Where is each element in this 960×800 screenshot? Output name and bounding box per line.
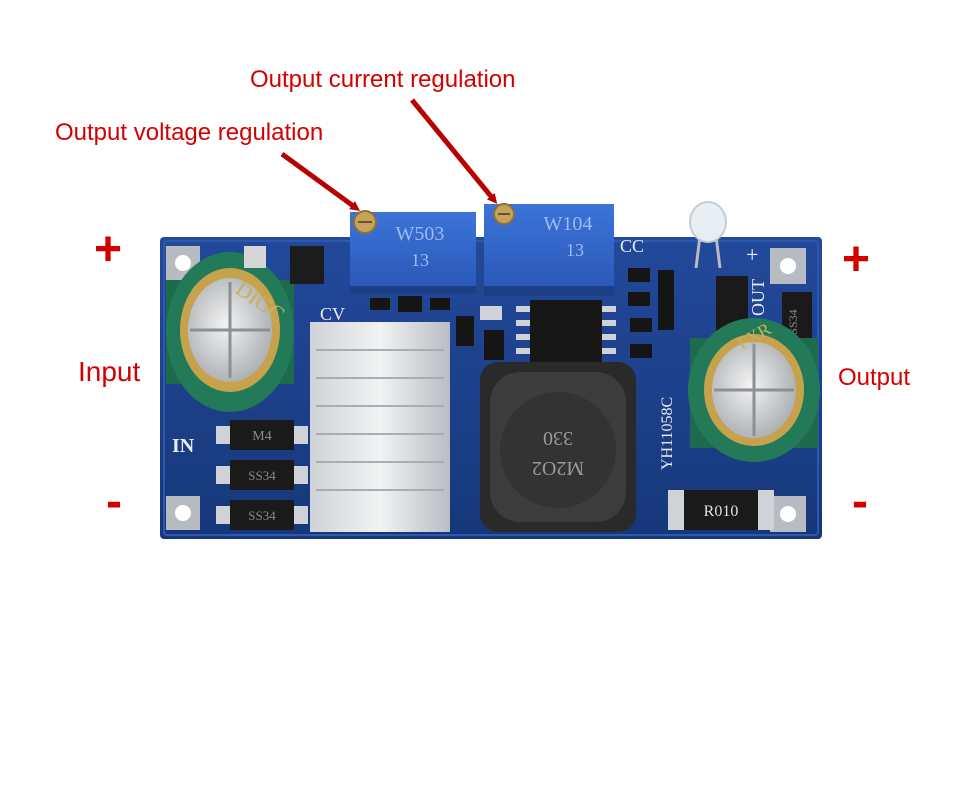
inductor: 330 M2O2 <box>480 362 636 532</box>
heatsink <box>310 322 450 532</box>
diode-ss34-lower-label: SS34 <box>248 508 276 523</box>
inductor-code-1: 330 <box>543 427 573 449</box>
input-minus-sign: - <box>106 475 122 528</box>
output-plus-sign: + <box>842 233 871 286</box>
voltage-callout-arrow-icon <box>280 151 361 211</box>
diode-ss34-upper-label: SS34 <box>248 468 276 483</box>
pot-right-code: W104 <box>544 213 593 235</box>
output-capacitor: FXR <box>688 318 820 462</box>
pad <box>244 246 266 268</box>
smd-components <box>370 268 674 360</box>
diode-ss34-lower: SS34 <box>216 500 308 530</box>
silk-cc-label: CC <box>620 236 644 256</box>
silk-cv-label: CV <box>320 304 345 324</box>
input-plus-sign: + <box>94 223 123 276</box>
current-callout-arrow-icon <box>410 98 498 204</box>
output-minus-sign: - <box>852 475 868 528</box>
transistor <box>290 246 324 284</box>
diode-ss34-upper: SS34 <box>216 460 308 490</box>
ic-chip <box>516 300 616 362</box>
diode-m4: M4 <box>216 420 308 450</box>
model-code: YH11058C <box>659 397 676 470</box>
resistor-code: R010 <box>704 503 739 520</box>
input-capacitor: DIGC <box>166 252 294 412</box>
output-current-callout: Output current regulation <box>250 66 516 93</box>
mounting-hole-bottom-left <box>166 496 200 530</box>
pot-left-code: W503 <box>396 223 445 245</box>
silk-out-label: OUT <box>748 279 768 316</box>
led <box>689 201 727 269</box>
pot-left-number: 13 <box>411 250 429 270</box>
pot-right-number: 13 <box>566 240 584 260</box>
mounting-hole-bottom-right <box>770 496 806 532</box>
shunt-resistor: R010 <box>668 490 774 530</box>
output-label: Output <box>838 364 911 391</box>
input-label: Input <box>78 356 141 387</box>
diode-m4-label: M4 <box>252 429 271 444</box>
potentiometer-current: W104 13 <box>484 203 614 296</box>
diode-output-label: SS34 <box>786 309 800 334</box>
silk-plus-label: + <box>746 242 758 267</box>
inductor-code-2: M2O2 <box>532 457 584 479</box>
output-voltage-callout: Output voltage regulation <box>55 119 324 146</box>
mounting-hole-top-right <box>770 248 806 284</box>
silk-in-label: IN <box>172 435 195 457</box>
potentiometer-voltage: W503 13 <box>350 210 476 294</box>
